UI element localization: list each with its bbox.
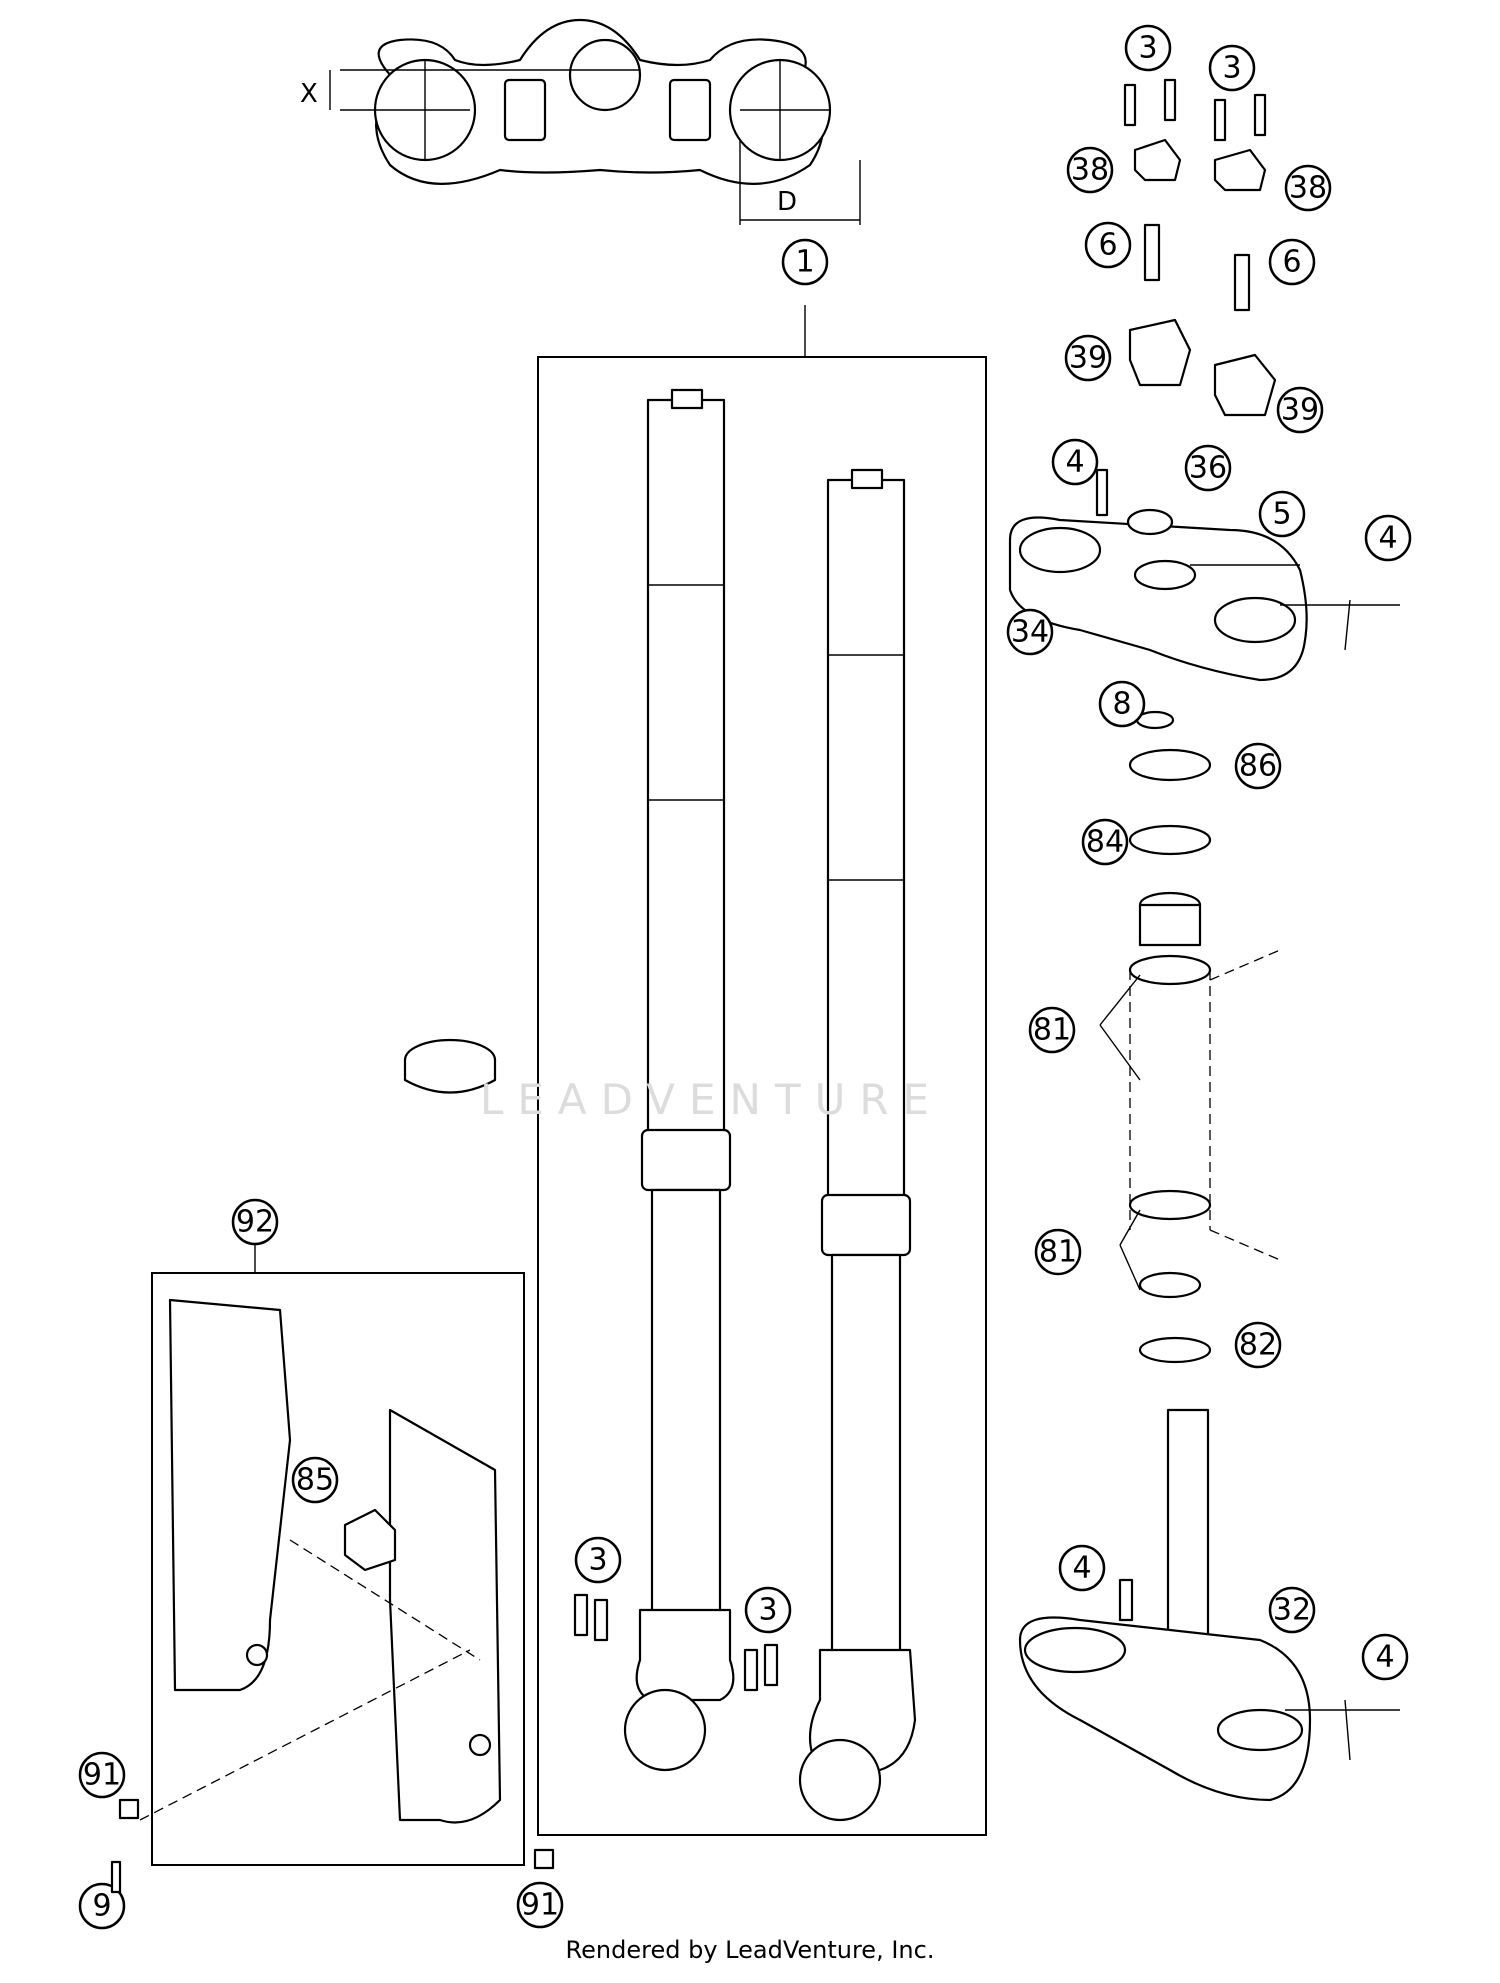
callout-91-b: 91	[516, 1881, 564, 1929]
svg-text:3: 3	[588, 1543, 607, 1578]
fork-leg-left	[623, 388, 735, 1772]
svg-text:34: 34	[1011, 615, 1049, 650]
svg-text:3: 3	[1222, 51, 1241, 86]
svg-text:39: 39	[1281, 393, 1319, 428]
callout-6-b: 6	[1268, 238, 1316, 286]
fork-assembly-frame	[537, 356, 987, 1836]
callout-3-a: 3	[1124, 24, 1172, 72]
svg-text:6: 6	[1098, 228, 1117, 263]
footer-credit: Rendered by LeadVenture, Inc.	[565, 1936, 935, 1964]
svg-text:4: 4	[1072, 1551, 1091, 1586]
callout-4-b: 4	[1364, 514, 1412, 562]
callout-84: 84	[1081, 818, 1129, 866]
svg-text:38: 38	[1289, 171, 1327, 206]
svg-text:91: 91	[83, 1758, 121, 1793]
guard-bracket	[343, 1508, 397, 1572]
loose-ring	[403, 1038, 497, 1094]
steering-head-tube	[1128, 949, 1281, 1364]
svg-text:32: 32	[1273, 1593, 1311, 1628]
callout-36: 36	[1184, 444, 1232, 492]
callout-39-b: 39	[1276, 386, 1324, 434]
callout-81-a: 81	[1028, 1006, 1076, 1054]
callout-39-a: 39	[1064, 334, 1112, 382]
watermark: LEADVENTURE	[480, 1075, 944, 1124]
callout-5: 5	[1258, 490, 1306, 538]
callout-3-c: 3	[574, 1536, 622, 1584]
svg-text:6: 6	[1282, 245, 1301, 280]
fork-guard-right	[388, 1408, 502, 1824]
svg-text:36: 36	[1189, 451, 1227, 486]
callout-4-c: 4	[1058, 1544, 1106, 1592]
steering-bearing-stack	[1128, 710, 1212, 986]
handlebar-clamps-lower	[1128, 318, 1277, 417]
svg-text:91: 91	[521, 1888, 559, 1923]
svg-text:92: 92	[236, 1205, 274, 1240]
svg-text:81: 81	[1033, 1013, 1071, 1048]
callout-9: 9	[78, 1882, 126, 1930]
callout-85: 85	[291, 1456, 339, 1504]
callout-38-b: 38	[1284, 164, 1332, 212]
svg-text:4: 4	[1378, 521, 1397, 556]
callout-82: 82	[1234, 1321, 1282, 1369]
callout-8: 8	[1098, 680, 1146, 728]
callout-3-b: 3	[1208, 44, 1256, 92]
fork-guard-frame	[151, 1272, 525, 1866]
svg-text:3: 3	[758, 1593, 777, 1628]
lower-triple-clamp	[1018, 1408, 1400, 1802]
callout-91-a: 91	[78, 1751, 126, 1799]
svg-text:8: 8	[1112, 687, 1131, 722]
callout-4-d: 4	[1361, 1633, 1409, 1681]
svg-text:82: 82	[1239, 1328, 1277, 1363]
fork-leg-right	[798, 468, 917, 1822]
svg-text:38: 38	[1071, 153, 1109, 188]
top-clamp-dimension-view	[329, 18, 861, 225]
handlebar-clamps-upper	[1123, 78, 1267, 192]
svg-text:5: 5	[1272, 497, 1291, 532]
callout-4-a: 4	[1051, 438, 1099, 486]
callout-32: 32	[1268, 1586, 1316, 1634]
dimension-x-label: X	[300, 79, 318, 109]
fork-guard-left	[168, 1298, 292, 1692]
svg-text:9: 9	[92, 1889, 111, 1924]
svg-text:85: 85	[296, 1463, 334, 1498]
callout-6-a: 6	[1084, 221, 1132, 269]
dimension-labels: X D	[300, 79, 797, 217]
callout-34: 34	[1006, 608, 1054, 656]
callout-3-d: 3	[744, 1586, 792, 1634]
callout-81-b: 81	[1034, 1228, 1082, 1276]
svg-text:4: 4	[1065, 445, 1084, 480]
callout-86: 86	[1234, 742, 1282, 790]
leader-lines-right	[1099, 599, 1351, 1761]
svg-text:1: 1	[795, 245, 814, 280]
callout-92: 92	[231, 1198, 279, 1246]
svg-text:84: 84	[1086, 825, 1124, 860]
svg-text:81: 81	[1039, 1235, 1077, 1270]
callout-1: 1	[781, 238, 829, 286]
dimension-d-label: D	[777, 187, 797, 217]
upper-triple-clamp	[1008, 468, 1400, 682]
fork-bolts	[110, 1593, 779, 1894]
svg-text:4: 4	[1375, 1640, 1394, 1675]
callout-38-a: 38	[1066, 146, 1114, 194]
svg-text:3: 3	[1138, 31, 1157, 66]
svg-text:39: 39	[1069, 341, 1107, 376]
svg-text:86: 86	[1239, 749, 1277, 784]
handlebar-bolts	[1143, 223, 1251, 312]
